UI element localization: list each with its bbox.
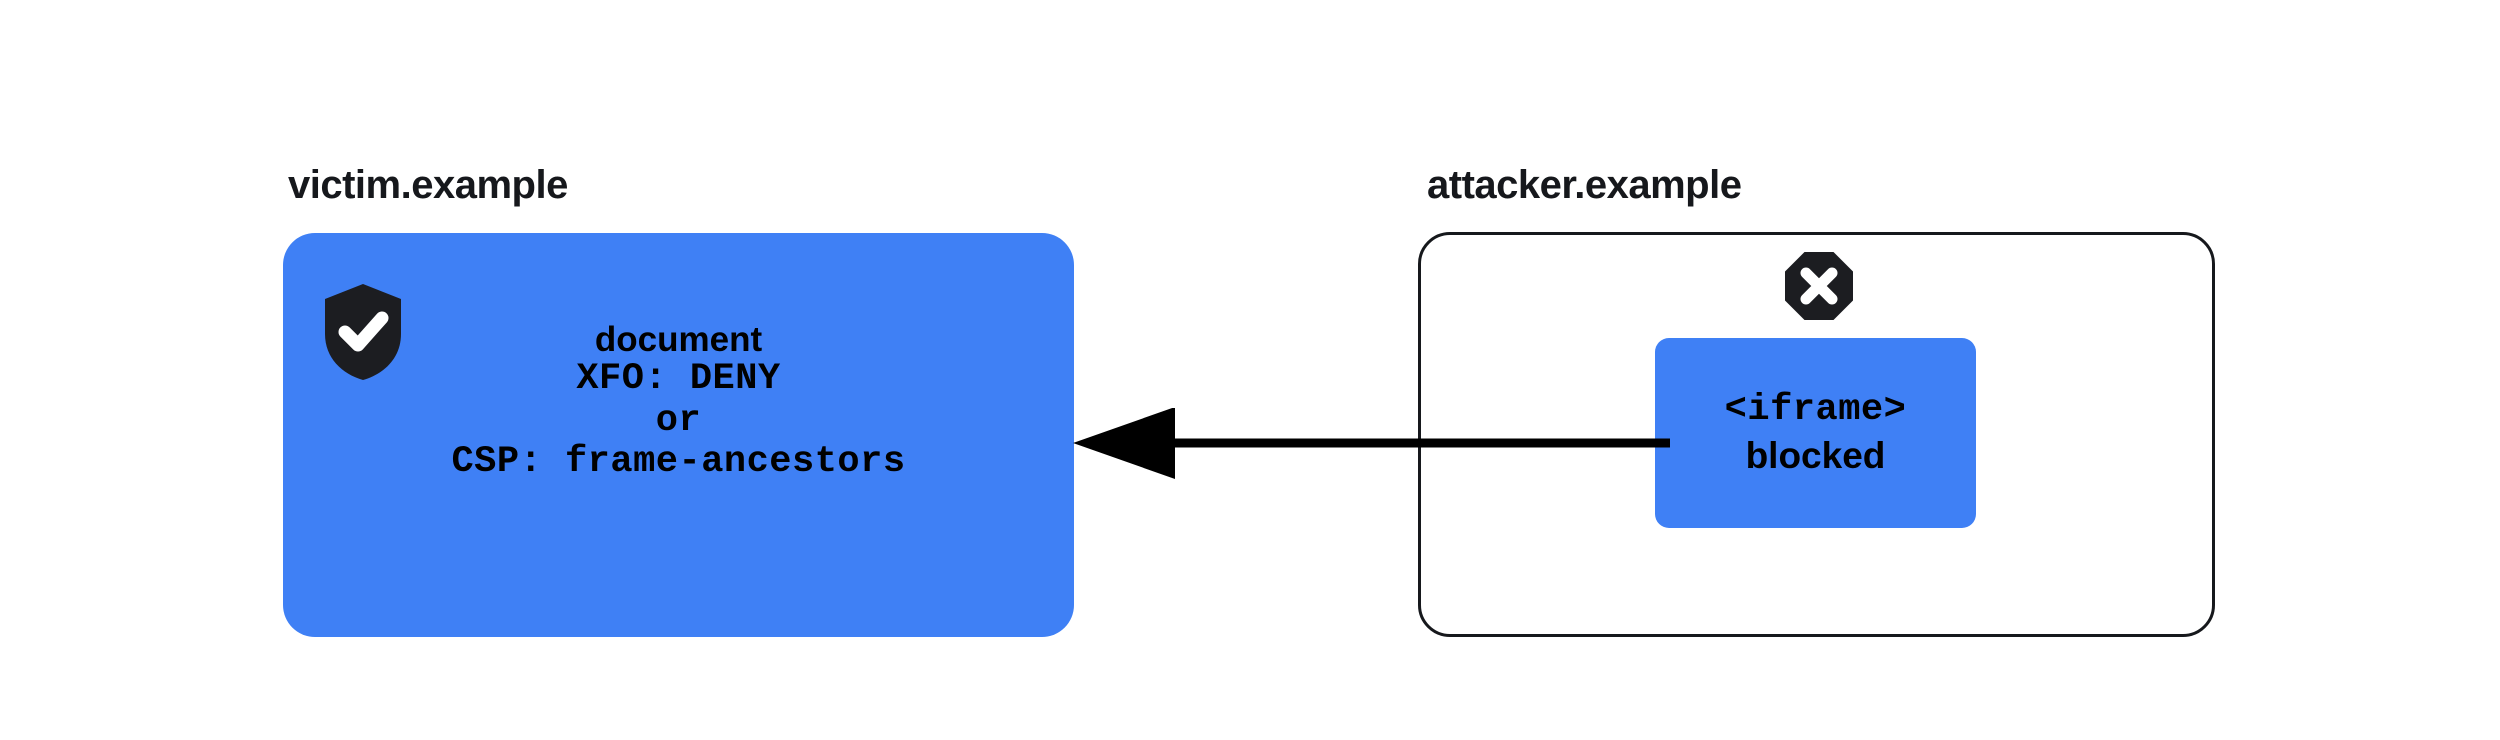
x-octagon-icon [1784,251,1854,321]
victim-domain-label: victim.example [288,163,568,207]
victim-line-document: document [594,320,763,359]
attacker-domain-label: attacker.example [1427,163,1742,207]
iframe-state-label: blocked [1745,435,1886,476]
victim-policy-text: document XFO: DENY or CSP: frame-ancesto… [283,320,1074,484]
victim-line-csp: CSP: frame-ancestors [451,441,906,484]
shield-check-icon [322,282,404,382]
iframe-tag-label: <iframe> [1724,388,1907,431]
victim-line-xfo: XFO: DENY [576,358,781,401]
blocked-iframe-box: <iframe> blocked [1655,338,1976,528]
framing-request-arrow [1060,407,1670,480]
victim-document-panel [283,233,1074,637]
victim-line-or: or [655,399,702,442]
